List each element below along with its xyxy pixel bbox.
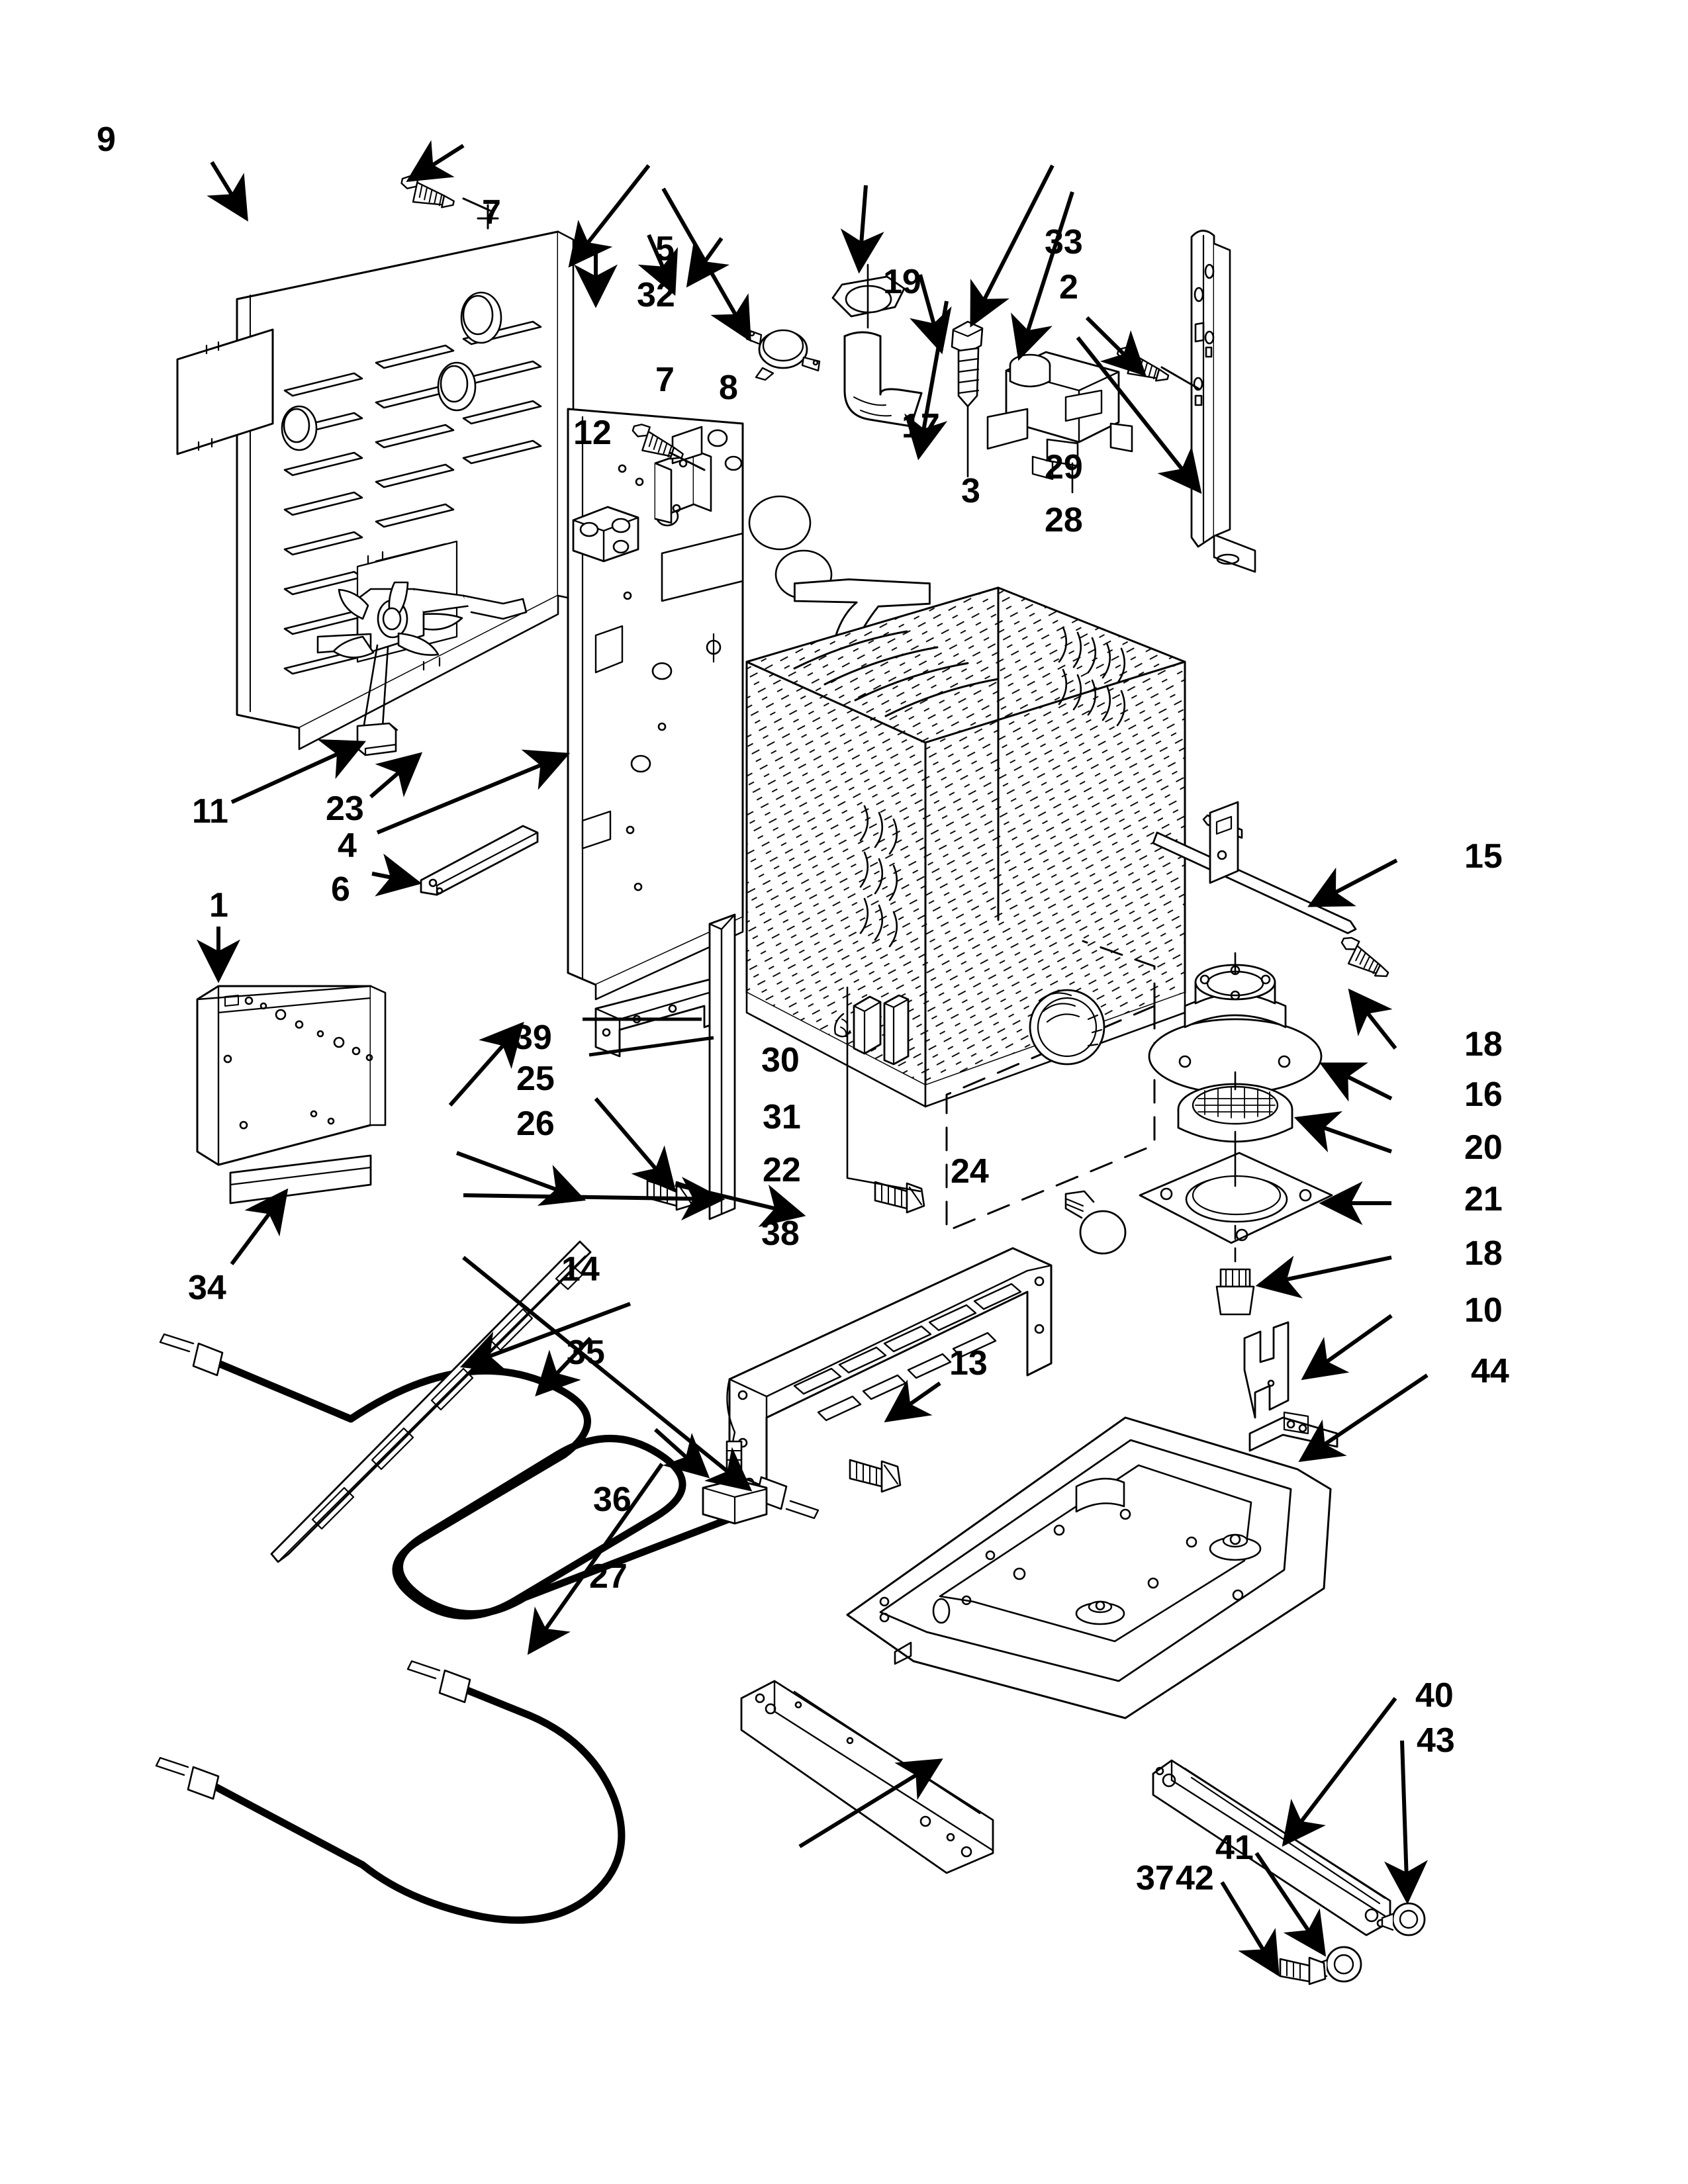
nut-43 bbox=[1381, 1902, 1426, 1936]
vertical-post bbox=[708, 913, 736, 1220]
vent-grommet bbox=[831, 263, 906, 329]
screw-42 bbox=[1279, 1956, 1327, 1985]
callout-34: 34 bbox=[188, 1269, 226, 1307]
access-cover-plate bbox=[176, 328, 274, 455]
callout-5: 5 bbox=[655, 230, 675, 268]
callout-2: 2 bbox=[1059, 268, 1078, 306]
screw-31 bbox=[874, 1181, 925, 1214]
callout-38: 38 bbox=[761, 1214, 800, 1253]
convection-fan-motor bbox=[316, 581, 528, 756]
callout-16: 16 bbox=[1464, 1075, 1503, 1114]
callout-8: 8 bbox=[719, 369, 738, 407]
support-rod bbox=[1152, 801, 1357, 934]
callout-7b: 7 bbox=[655, 361, 675, 399]
front-frame-crossbar bbox=[726, 1247, 1053, 1489]
drawer-slide-rail bbox=[1152, 1759, 1391, 1936]
callout-30: 30 bbox=[761, 1041, 800, 1079]
callout-32: 32 bbox=[637, 276, 675, 314]
callout-25: 25 bbox=[516, 1060, 555, 1098]
door-latch-assembly bbox=[834, 994, 910, 1066]
callout-22: 22 bbox=[763, 1151, 801, 1189]
callout-7a: 7 bbox=[482, 193, 501, 232]
callout-33: 33 bbox=[1045, 223, 1083, 261]
element-support-rail bbox=[270, 1240, 592, 1563]
gas-valve-assembly bbox=[986, 351, 1133, 494]
callout-15: 15 bbox=[1464, 837, 1503, 876]
oven-cavity-liner bbox=[745, 586, 1186, 1108]
callout-21: 21 bbox=[1464, 1180, 1503, 1218]
callout-26: 26 bbox=[516, 1105, 555, 1143]
screw-18b bbox=[1215, 1268, 1255, 1316]
callout-11: 11 bbox=[192, 792, 228, 831]
rear-shield-panel bbox=[196, 985, 387, 1166]
callout-9: 9 bbox=[97, 120, 116, 159]
callout-41: 41 bbox=[1215, 1829, 1254, 1867]
callout-39: 39 bbox=[514, 1019, 552, 1057]
callout-43: 43 bbox=[1417, 1721, 1455, 1760]
callout-18a: 18 bbox=[1464, 1025, 1503, 1064]
callout-18b: 18 bbox=[1464, 1234, 1503, 1273]
blower-wheel bbox=[1177, 1083, 1293, 1143]
anti-tip-bracket bbox=[1190, 230, 1256, 573]
rear-panel bbox=[236, 230, 575, 751]
callout-23: 23 bbox=[326, 790, 364, 828]
callout-10: 10 bbox=[1464, 1291, 1503, 1330]
callout-31: 31 bbox=[763, 1098, 801, 1136]
blower-mounting-plate bbox=[1139, 1152, 1333, 1244]
callout-42: 42 bbox=[1176, 1859, 1214, 1897]
callout-35: 35 bbox=[567, 1334, 605, 1372]
screw-18a bbox=[1334, 934, 1396, 982]
callout-14: 14 bbox=[561, 1250, 600, 1289]
callout-24: 24 bbox=[951, 1152, 989, 1191]
screw-33 bbox=[951, 320, 984, 478]
callout-3: 3 bbox=[961, 472, 980, 510]
callout-20: 20 bbox=[1464, 1128, 1503, 1167]
callout-27: 27 bbox=[589, 1557, 628, 1596]
callout-44: 44 bbox=[1471, 1352, 1509, 1390]
callout-4: 4 bbox=[338, 827, 357, 865]
callout-19: 19 bbox=[883, 263, 921, 301]
oven-light-region bbox=[945, 940, 1156, 1232]
leader-lines bbox=[197, 140, 1429, 1977]
bottom-base-pan bbox=[846, 1416, 1332, 1719]
callout-17: 17 bbox=[902, 407, 940, 445]
callout-36: 36 bbox=[593, 1480, 632, 1519]
callout-29: 29 bbox=[1045, 448, 1083, 486]
callout-6: 6 bbox=[331, 870, 350, 909]
screw-13 bbox=[849, 1459, 902, 1493]
air-deflector bbox=[420, 825, 539, 896]
callout-13: 13 bbox=[949, 1344, 988, 1383]
screw-7a bbox=[397, 173, 458, 211]
oven-light-bulb bbox=[1064, 1190, 1127, 1255]
callout-40: 40 bbox=[1415, 1676, 1454, 1715]
callout-28: 28 bbox=[1045, 501, 1083, 539]
corner-bracket bbox=[1243, 1321, 1338, 1452]
callout-1: 1 bbox=[209, 886, 228, 925]
broil-element bbox=[155, 1660, 626, 1924]
thermal-limiter bbox=[745, 328, 821, 381]
oven-light-socket bbox=[1029, 989, 1105, 1066]
callout-12: 12 bbox=[573, 414, 612, 452]
terminal-block bbox=[572, 506, 639, 563]
bake-element bbox=[159, 1333, 820, 1619]
callout-37: 37 bbox=[1136, 1859, 1174, 1897]
bottom-rail-front bbox=[740, 1680, 994, 1874]
trim-strip bbox=[229, 1154, 372, 1205]
